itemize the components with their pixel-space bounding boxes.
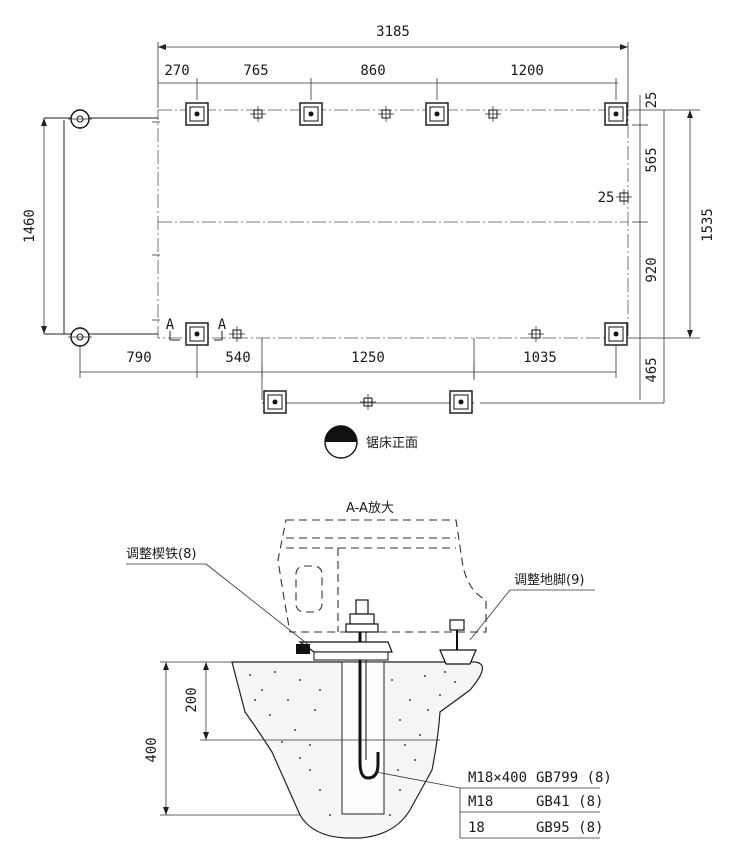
dim-bottom-3: 1250 (351, 350, 385, 366)
label-wedge: 调整楔铁(8) (126, 547, 196, 562)
dim-bottom-1: 790 (126, 350, 151, 366)
section-marker-left: A (166, 317, 175, 333)
dim-right-565: 565 (644, 147, 660, 172)
part-2-std: GB41 (8) (536, 794, 603, 810)
pad-top-3 (425, 102, 449, 126)
dim-inner-offset: 25 (598, 190, 615, 206)
concrete-texture (249, 671, 456, 816)
dim-top-4: 1200 (510, 63, 544, 79)
part-2-spec: M18 (468, 794, 493, 810)
view-label: 锯床正面 (366, 436, 418, 451)
pad-lower-2 (449, 390, 473, 414)
pad-bottom-1 (185, 322, 209, 346)
dim-right-920: 920 (644, 257, 660, 282)
dim-overall-length: 3185 (376, 24, 410, 40)
bolt-right-mid (616, 189, 632, 205)
bolt-top-a (250, 106, 266, 122)
section-view: A-A放大 (126, 501, 612, 839)
bolt-bottom-a (229, 326, 245, 342)
pad-top-1 (185, 102, 209, 126)
bolt-lower (360, 394, 376, 410)
dim-top-1: 270 (164, 63, 189, 79)
dim-right-overall: 1535 (700, 208, 716, 242)
pad-bottom-2 (604, 322, 628, 346)
bolt-top-b (378, 106, 394, 122)
dim-top-2: 765 (243, 63, 268, 79)
top-view: 3185 270 765 860 1200 1460 (22, 24, 716, 459)
dim-bottom-4: 1035 (523, 350, 557, 366)
pad-lower-1 (263, 390, 287, 414)
part-3-std: GB95 (8) (536, 820, 603, 836)
section-marker-right: A (218, 317, 227, 333)
bolt-bottom-b (528, 326, 544, 342)
dim-left-height: 1460 (22, 209, 38, 243)
pad-top-2 (299, 102, 323, 126)
dim-depth-upper: 200 (184, 687, 200, 712)
part-3-spec: 18 (468, 820, 485, 836)
part-1-std: GB799 (8) (536, 770, 612, 786)
dim-depth-total: 400 (144, 737, 160, 762)
dim-right-25: 25 (644, 92, 660, 109)
view-direction-symbol (324, 425, 358, 459)
section-title: A-A放大 (346, 501, 394, 516)
part-1-spec: M18×400 (468, 770, 527, 786)
pad-top-4 (604, 102, 628, 126)
dim-top-3: 860 (360, 63, 385, 79)
bolt-top-c (485, 106, 501, 122)
dim-bottom-2: 540 (225, 350, 250, 366)
label-foot: 调整地脚(9) (514, 572, 584, 588)
dim-right-465: 465 (644, 357, 660, 382)
